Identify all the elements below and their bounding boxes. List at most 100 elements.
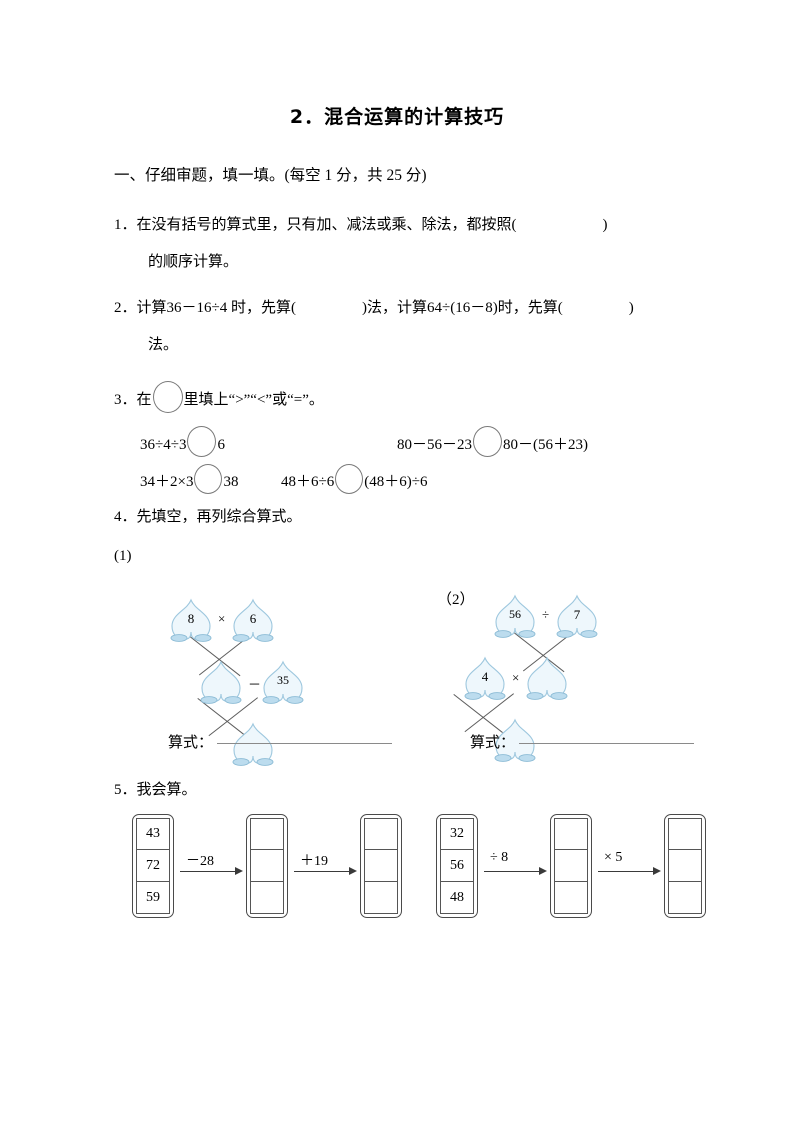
flow-1-step2-cell[interactable] bbox=[364, 882, 398, 914]
arrow-shaft bbox=[294, 871, 350, 873]
peach-icon bbox=[200, 660, 242, 704]
flow-2-input-cell: 56 bbox=[440, 850, 474, 882]
compare-row-1-right: 80－56－23 80－(56＋23) bbox=[397, 426, 588, 457]
question-4-prompt: 4．先填空，再列综合算式。 bbox=[114, 505, 302, 526]
peach-node-result-blank[interactable] bbox=[492, 718, 538, 762]
flow-1-step1-stack[interactable] bbox=[246, 814, 288, 918]
question-4-item-1-label: (1) bbox=[114, 548, 132, 564]
answer-label: 算式： bbox=[470, 735, 516, 751]
flow-2-step2-cell[interactable] bbox=[668, 882, 702, 914]
compare-expr-1-left: 36÷4÷3 bbox=[140, 437, 187, 453]
arrow-shaft bbox=[180, 871, 236, 873]
compare-circle-2[interactable] bbox=[473, 426, 503, 457]
flow-1-operation-1-label: －28 bbox=[186, 854, 214, 869]
answer-input-2[interactable] bbox=[519, 743, 695, 744]
question-4-item-2-label: （2） bbox=[437, 592, 475, 608]
flow-2-operation-2-label: × 5 bbox=[604, 850, 623, 865]
flow-chart-2: 32 56 48 ÷ 8 × 5 bbox=[436, 814, 736, 930]
flow-2-input-cell: 32 bbox=[440, 818, 474, 850]
question-5-prompt: 5．我会算。 bbox=[114, 778, 197, 799]
flow-1-input-stack: 43 72 59 bbox=[132, 814, 174, 918]
question-3-number: 3． bbox=[114, 392, 137, 408]
peach-icon bbox=[464, 656, 506, 700]
flow-2-step2-cell[interactable] bbox=[668, 818, 702, 850]
peach-value: 56 bbox=[509, 607, 521, 621]
compare-expr-4-left: 48＋6÷6 bbox=[281, 474, 335, 490]
compare-expr-3-left: 34＋2×3 bbox=[140, 474, 194, 490]
peach-icon bbox=[556, 594, 598, 638]
flow-2-step1-cell[interactable] bbox=[554, 850, 588, 882]
flow-2-input-stack: 32 56 48 bbox=[436, 814, 478, 918]
flow-1-step2-cell[interactable] bbox=[364, 818, 398, 850]
arrow-shaft bbox=[598, 871, 654, 873]
peach-node-mid-left-blank[interactable] bbox=[198, 660, 244, 704]
compare-row-2-left: 34＋2×3 38 bbox=[140, 464, 238, 494]
peach-diagram-2: 56 ÷ 7 4 × bbox=[453, 594, 722, 762]
question-2-text-c: ) bbox=[628, 300, 634, 316]
peach-icon bbox=[494, 594, 536, 638]
question-5-prompt-text: 我会算。 bbox=[136, 782, 197, 798]
arrow-shaft bbox=[484, 871, 540, 873]
question-1-line-1: 1．在没有括号的算式里，只有加、减法或乘、除法，都按照() bbox=[114, 213, 608, 234]
answer-input-1[interactable] bbox=[217, 743, 393, 744]
question-4-number: 4． bbox=[114, 509, 137, 525]
answer-label: 算式： bbox=[168, 735, 214, 751]
compare-expr-2-left: 80－56－23 bbox=[397, 437, 473, 453]
compare-expr-1-right: 6 bbox=[217, 437, 225, 453]
peach-node-mid-right-blank[interactable] bbox=[524, 656, 570, 700]
compare-circle-1[interactable] bbox=[187, 426, 217, 457]
peach-icon bbox=[494, 718, 536, 762]
question-5-number: 5． bbox=[114, 782, 137, 798]
page-title: 2．混合运算的计算技巧 bbox=[289, 106, 505, 128]
question-2-number: 2． bbox=[114, 300, 137, 316]
flow-2-step2-cell[interactable] bbox=[668, 850, 702, 882]
compare-circle-prompt[interactable] bbox=[152, 381, 183, 413]
peach-value: 8 bbox=[187, 611, 195, 626]
flow-1-step2-cell[interactable] bbox=[364, 850, 398, 882]
compare-circle-3[interactable] bbox=[194, 464, 223, 494]
compare-row-1-left: 36÷4÷3 6 bbox=[140, 426, 225, 457]
compare-expr-2-right: 80－(56＋23) bbox=[503, 437, 589, 453]
question-2-text-b: )法，计算64÷(16－8)时，先算( bbox=[362, 300, 563, 316]
flow-1-input-cell: 43 bbox=[136, 818, 170, 850]
question-1-line-2: 的顺序计算。 bbox=[148, 254, 239, 270]
question-3-prompt: 3．在 里填上“>”“<”或“=”。 bbox=[114, 381, 324, 413]
arrow-head-icon bbox=[235, 867, 243, 875]
flow-2-step1-cell[interactable] bbox=[554, 818, 588, 850]
flow-2-input-cell: 48 bbox=[440, 882, 474, 914]
peach-node-top-left: 56 bbox=[492, 594, 538, 638]
compare-expr-3-right: 38 bbox=[223, 474, 239, 490]
question-2-text-a: 计算36－16÷4 时，先算( bbox=[136, 300, 296, 316]
flow-1-step1-cell[interactable] bbox=[250, 850, 284, 882]
compare-circle-4[interactable] bbox=[335, 464, 364, 494]
flow-1-step1-cell[interactable] bbox=[250, 818, 284, 850]
question-3-prompt-a: 在 bbox=[136, 392, 152, 408]
question-3-prompt-b: 里填上“>”“<”或“=”。 bbox=[183, 392, 324, 408]
peach-icon bbox=[262, 660, 304, 704]
flow-2-operation-1-label: ÷ 8 bbox=[490, 850, 509, 865]
peach-value: 7 bbox=[573, 607, 581, 622]
question-1-text-a: 在没有括号的算式里，只有加、减法或乘、除法，都按照( bbox=[136, 217, 517, 233]
peach-icon bbox=[170, 598, 212, 642]
arrow-head-icon bbox=[653, 867, 661, 875]
peach-node-mid-left: 4 bbox=[462, 656, 508, 700]
flow-2-step2-stack[interactable] bbox=[664, 814, 706, 918]
flow-2-step1-stack[interactable] bbox=[550, 814, 592, 918]
question-1-number: 1． bbox=[114, 217, 137, 233]
operator-symbol: × bbox=[218, 611, 226, 626]
arrow-head-icon bbox=[539, 867, 547, 875]
operator-symbol: ÷ bbox=[542, 607, 550, 622]
flow-1-step1-cell[interactable] bbox=[250, 882, 284, 914]
answer-line-2: 算式： bbox=[470, 731, 695, 752]
peach-node-top-right: 7 bbox=[554, 594, 600, 638]
question-4-prompt-text: 先填空，再列综合算式。 bbox=[136, 509, 302, 525]
answer-line-1: 算式： bbox=[168, 731, 393, 752]
flow-1-step2-stack[interactable] bbox=[360, 814, 402, 918]
peach-node-top-right: 6 bbox=[230, 598, 276, 642]
question-2-line-1: 2．计算36－16÷4 时，先算( )法，计算64÷(16－8)时，先算() bbox=[114, 296, 634, 317]
compare-row-2-right: 48＋6÷6(48＋6)÷6 bbox=[281, 464, 427, 494]
flow-2-step1-cell[interactable] bbox=[554, 882, 588, 914]
peach-value: 6 bbox=[249, 611, 257, 626]
peach-node-top-left: 8 bbox=[168, 598, 214, 642]
